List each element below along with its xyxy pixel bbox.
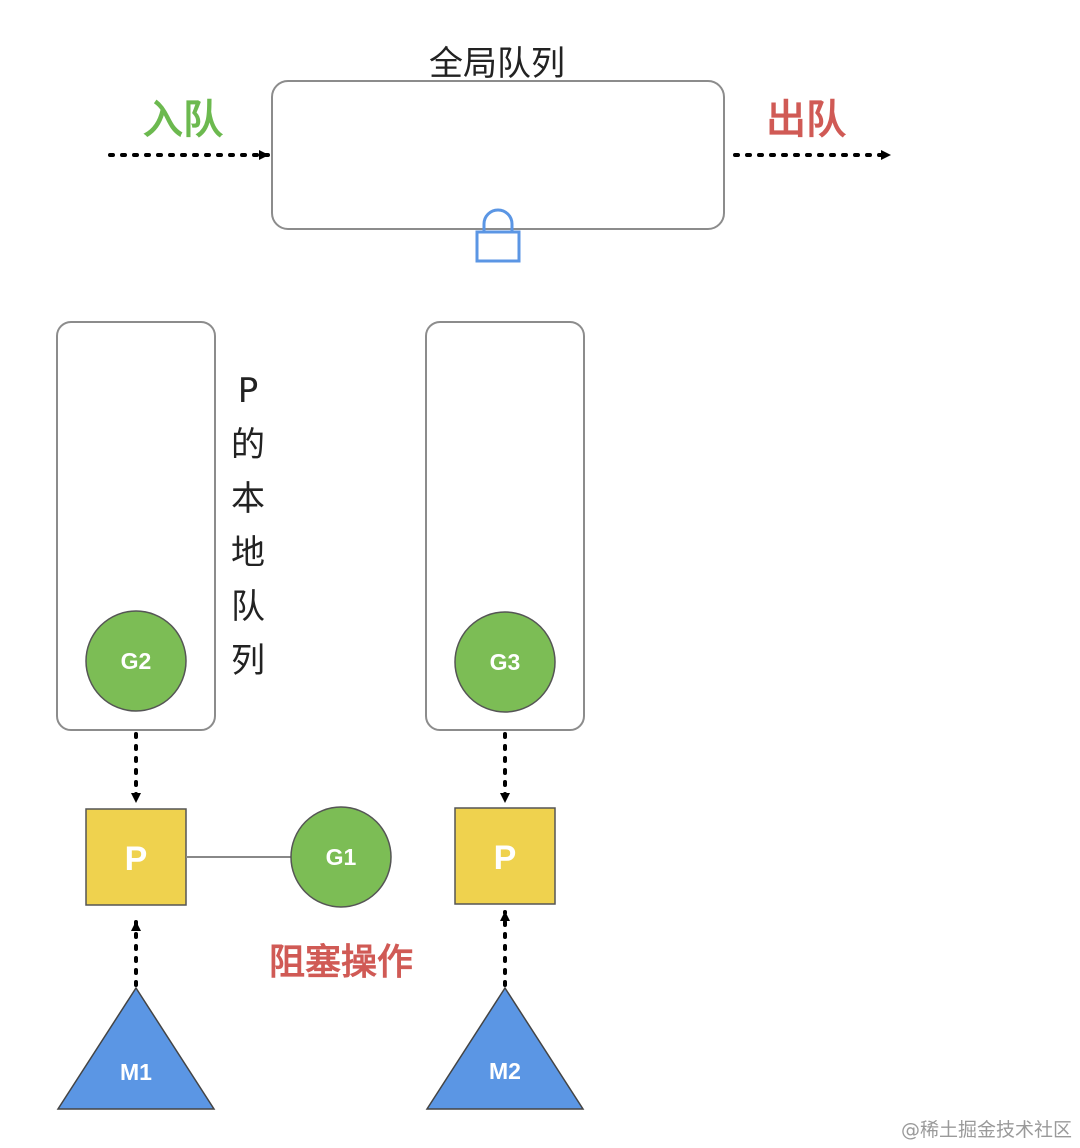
local-queue-label: P 的 本 地 队 列 bbox=[231, 371, 265, 681]
local-queue-label-char: 列 bbox=[231, 641, 265, 681]
lock-icon bbox=[475, 208, 521, 263]
machine-m1: M1 bbox=[56, 986, 216, 1110]
local-queue-label-char: 地 bbox=[231, 533, 265, 573]
enqueue-label: 入队 bbox=[143, 97, 224, 143]
watermark: @稀土掘金技术社区 bbox=[900, 1119, 1072, 1141]
goroutine-g2-label: G2 bbox=[121, 648, 152, 674]
goroutine-g3: G3 bbox=[454, 611, 556, 713]
goroutine-g1: G1 bbox=[290, 806, 392, 908]
global-queue-title: 全局队列 bbox=[429, 44, 565, 84]
processor-left: P bbox=[85, 808, 187, 906]
local-queue-right bbox=[425, 321, 585, 731]
machine-m2: M2 bbox=[425, 986, 585, 1110]
local-queue-left bbox=[56, 321, 216, 731]
local-queue-label-char: P bbox=[238, 371, 259, 411]
local-queue-label-char: 的 bbox=[231, 425, 265, 465]
local-queue-label-char: 队 bbox=[231, 587, 265, 627]
processor-left-label: P bbox=[125, 840, 148, 878]
processor-right: P bbox=[454, 807, 556, 905]
machine-m1-label: M1 bbox=[120, 1059, 152, 1085]
blocking-label: 阻塞操作 bbox=[269, 942, 413, 983]
dequeue-label: 出队 bbox=[766, 97, 847, 143]
local-queue-label-char: 本 bbox=[231, 479, 265, 519]
global-queue-box bbox=[271, 80, 725, 230]
goroutine-g3-label: G3 bbox=[490, 649, 521, 675]
processor-right-label: P bbox=[494, 839, 517, 877]
goroutine-g2: G2 bbox=[85, 610, 187, 712]
goroutine-g1-label: G1 bbox=[326, 844, 357, 870]
machine-m2-label: M2 bbox=[489, 1058, 521, 1084]
